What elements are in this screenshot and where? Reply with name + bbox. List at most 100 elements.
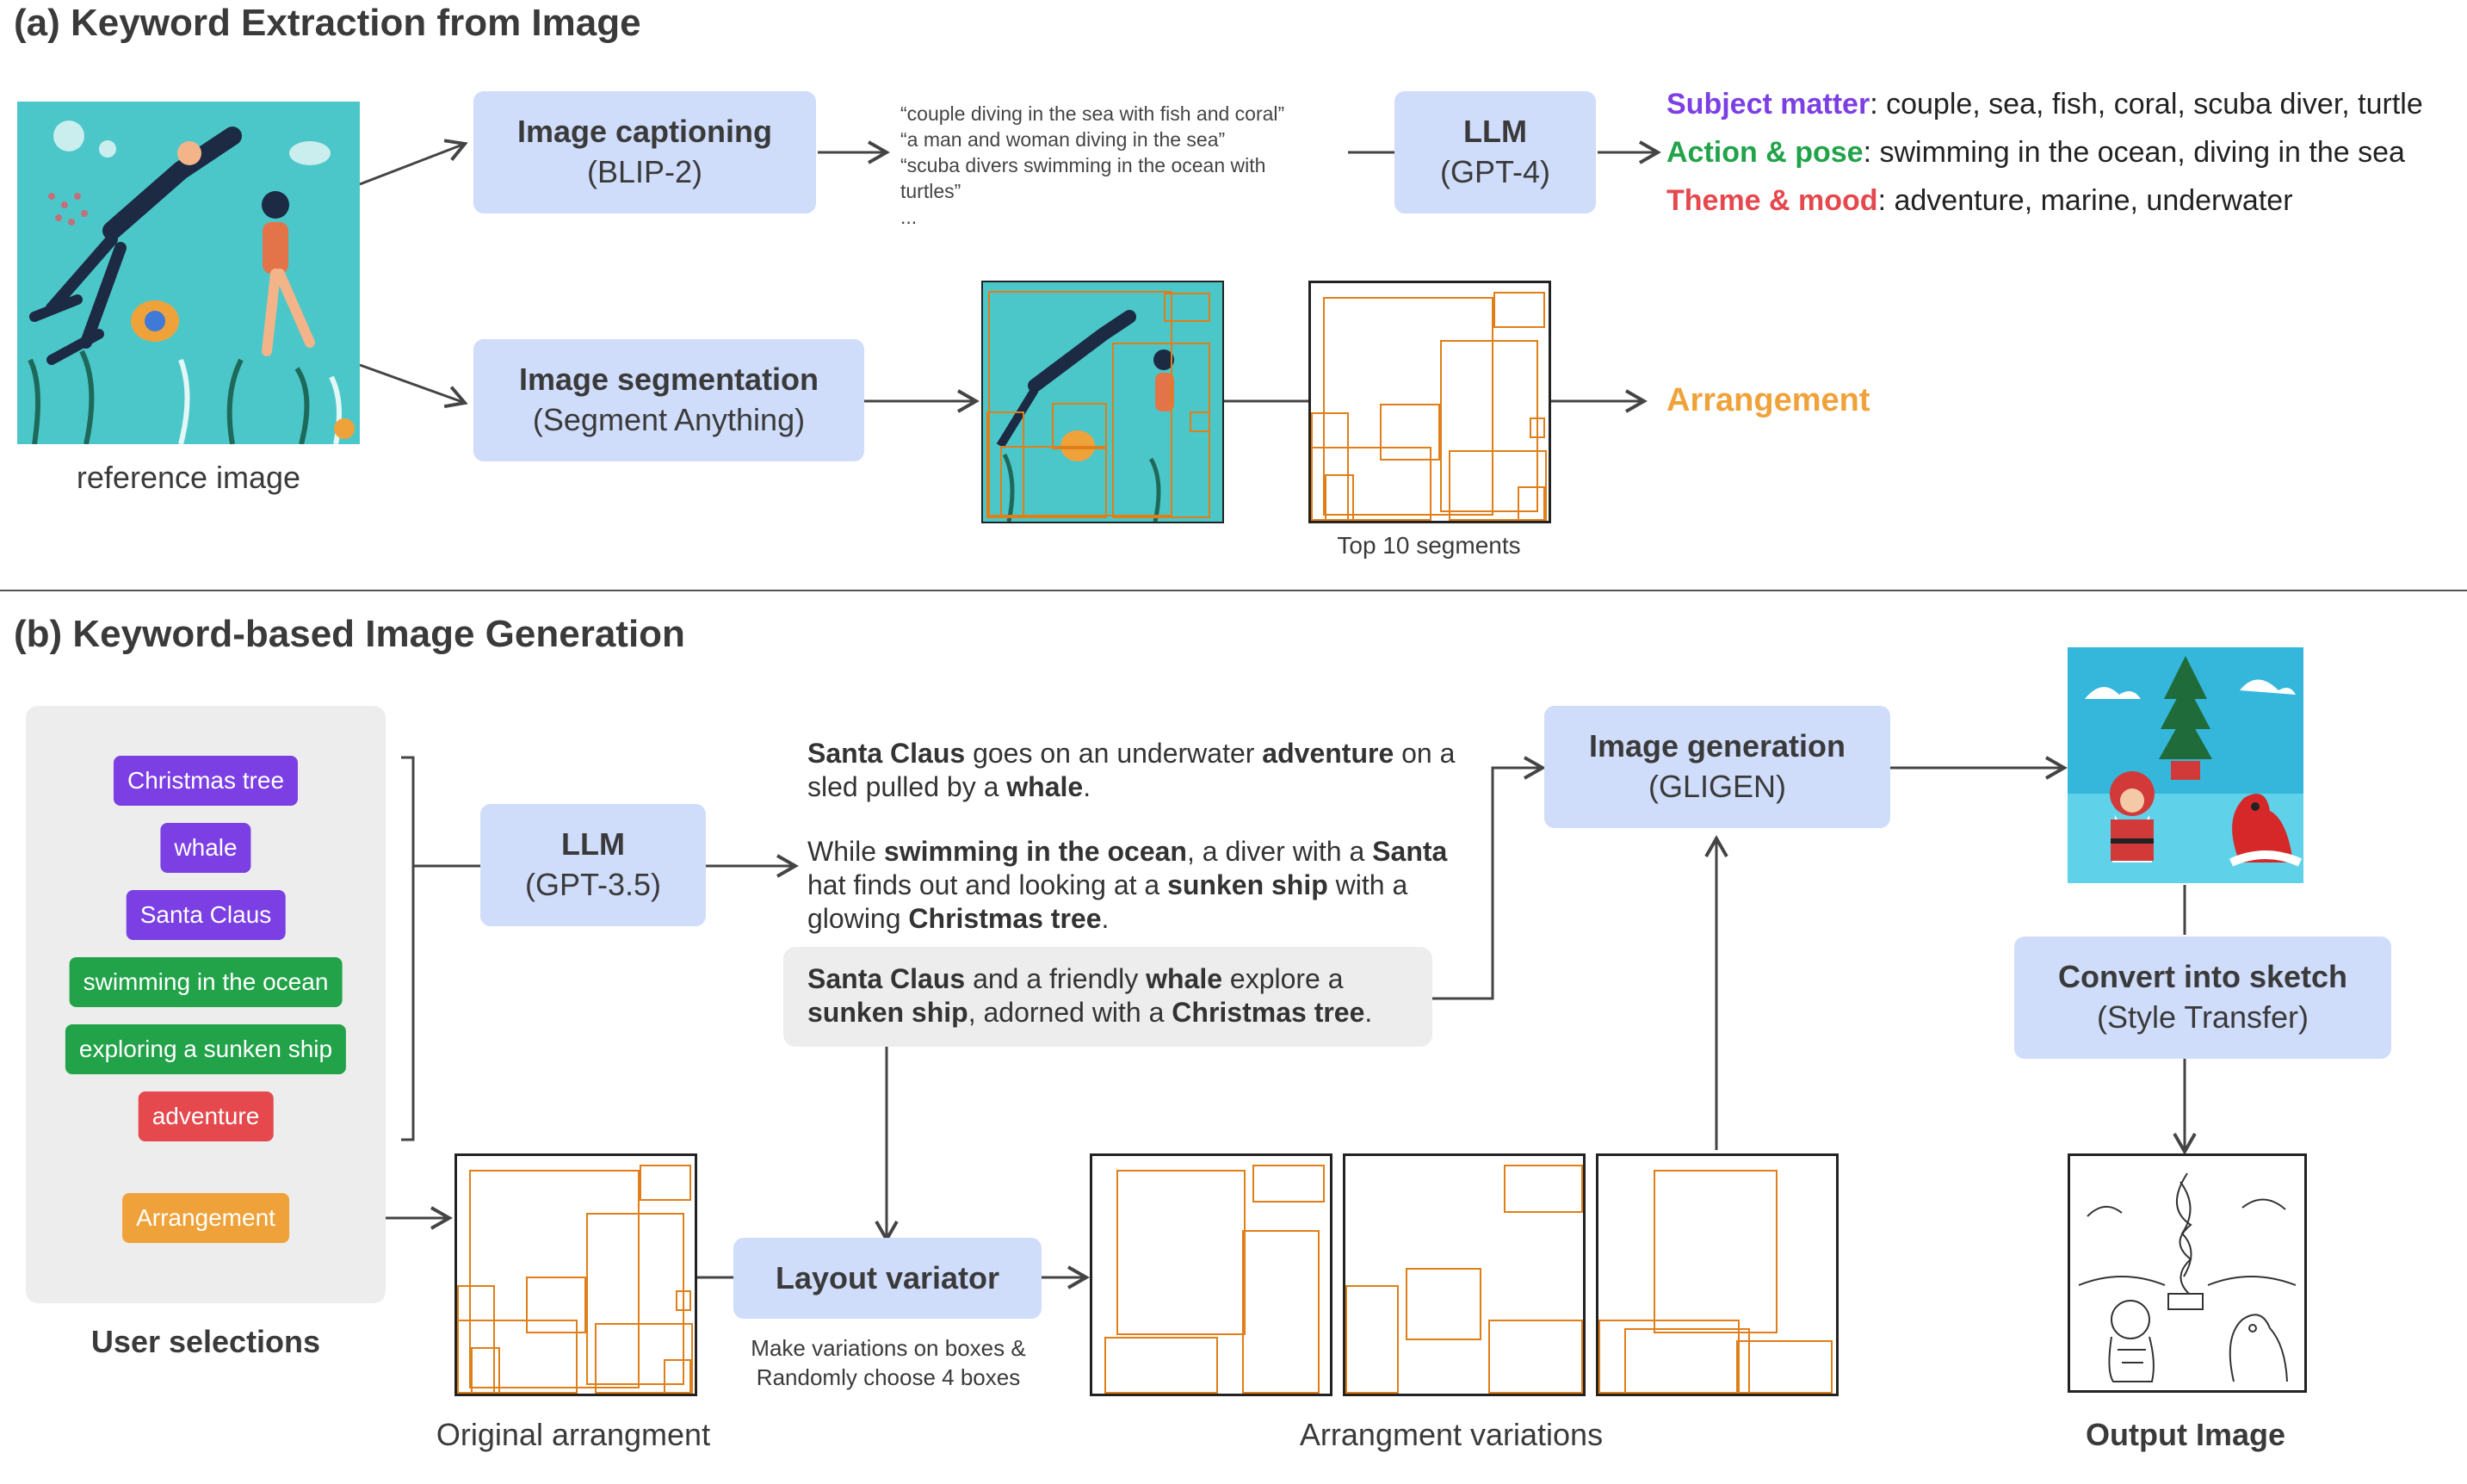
arrangement-variation-1 xyxy=(1090,1153,1332,1396)
llm-gpt35-title: LLM xyxy=(561,826,625,863)
keyword-values-action: swimming in the ocean, diving in the sea xyxy=(1879,136,2405,169)
story-option-3: Santa Claus and a friendly whale explore… xyxy=(807,962,1419,1030)
keyword-pill-adventure[interactable]: adventure xyxy=(138,1091,274,1141)
keyword-category-theme: Theme & mood xyxy=(1666,184,1878,217)
layout-variator-note: Make variations on boxes & Randomly choo… xyxy=(716,1334,1060,1393)
image-generation-box: Image generation (GLIGEN) xyxy=(1544,706,1890,828)
keyword-values-theme: adventure, marine, underwater xyxy=(1894,184,2293,217)
segmented-image-art xyxy=(996,310,1174,522)
story-text: . xyxy=(1101,903,1110,935)
story-text: hat finds out and looking at a xyxy=(807,869,1168,901)
original-arrangement-boxes xyxy=(454,1153,697,1396)
keyword-pill-santa-claus[interactable]: Santa Claus xyxy=(126,890,286,940)
story-keyword: Santa Claus xyxy=(807,738,966,769)
llm-gpt35-box: LLM (GPT-3.5) xyxy=(480,804,706,926)
reference-image xyxy=(17,102,360,444)
layout-variator-title: Layout variator xyxy=(775,1259,1000,1295)
story-text: goes on an underwater xyxy=(965,738,1263,769)
caption-line: “couple diving in the sea with fish and … xyxy=(900,102,1285,125)
story-text: and a friendly xyxy=(965,963,1147,994)
keyword-category-action: Action & pose xyxy=(1666,136,1864,169)
story-keyword: Santa xyxy=(1372,836,1448,867)
caption-line: “scuba divers swimming in the ocean with xyxy=(900,153,1266,176)
image-captioning-box: Image captioning (BLIP-2) xyxy=(473,91,816,213)
story-text: , adorned with a xyxy=(968,997,1172,1029)
output-sketch-image xyxy=(2068,1153,2307,1393)
arrow-ref-to-captioning xyxy=(359,139,468,186)
user-selections-panel: Christmas tree whale Santa Claus swimmin… xyxy=(26,706,386,1303)
top-segments-label: Top 10 segments xyxy=(1337,532,1521,559)
caption-line: “a man and woman diving in the sea” xyxy=(900,127,1226,151)
keyword-category-subject: Subject matter xyxy=(1666,88,1870,121)
story-keyword: adventure xyxy=(1262,738,1394,769)
output-sketch-art xyxy=(2078,1172,2297,1382)
keyword-separator: : xyxy=(1877,184,1895,217)
top-segments-boxes xyxy=(1308,281,1551,523)
keyword-values-subject: couple, sea, fish, coral, scuba diver, t… xyxy=(1886,88,2423,121)
story-keyword: whale xyxy=(1146,963,1222,994)
keyword-pill-whale[interactable]: whale xyxy=(160,823,251,873)
arrow-ref-to-segmentation xyxy=(359,363,468,409)
user-selections-label: User selections xyxy=(90,1324,321,1359)
story-option-2[interactable]: While swimming in the ocean, a diver wit… xyxy=(807,835,1462,936)
convert-sketch-method: (Style Transfer) xyxy=(2096,999,2309,1035)
llm-gpt4-title: LLM xyxy=(1463,114,1527,150)
layout-note-line: Make variations on boxes & xyxy=(751,1335,1026,1361)
keyword-row-action: Action & pose: swimming in the ocean, di… xyxy=(1666,136,2405,170)
llm-gpt35-model: (GPT-3.5) xyxy=(524,867,662,902)
reference-image-label: reference image xyxy=(76,460,301,495)
story-text: on a sled pulled by a xyxy=(807,738,1456,803)
image-captioning-model: (BLIP-2) xyxy=(586,154,703,189)
keyword-row-subject: Subject matter: couple, sea, fish, coral… xyxy=(1666,88,2423,121)
image-segmentation-box: Image segmentation (Segment Anything) xyxy=(473,339,864,461)
caption-line: ... xyxy=(900,205,918,228)
generated-image xyxy=(2068,647,2303,883)
section-a-title: (a) Keyword Extraction from Image xyxy=(14,2,641,44)
captions-list: “couple diving in the sea with fish and … xyxy=(900,102,1348,230)
story-text: . xyxy=(1364,997,1373,1029)
story-keyword: swimming in the ocean xyxy=(883,836,1187,867)
story-text: explore a xyxy=(1222,963,1344,994)
image-captioning-title: Image captioning xyxy=(516,114,773,150)
image-generation-model: (GLIGEN) xyxy=(1648,769,1786,804)
story-keyword: sunken ship xyxy=(1167,869,1328,901)
original-arrangement-label: Original arrangment xyxy=(436,1417,711,1452)
image-generation-title: Image generation xyxy=(1588,728,1846,764)
arrangement-pill[interactable]: Arrangement xyxy=(122,1193,289,1243)
llm-gpt4-model: (GPT-4) xyxy=(1439,154,1550,189)
story-text: with a glowing xyxy=(807,869,1408,935)
keyword-separator: : xyxy=(1870,88,1887,121)
arrangement-variation-3 xyxy=(1596,1153,1839,1396)
keyword-pill-swimming[interactable]: swimming in the ocean xyxy=(69,957,343,1007)
arrangement-variation-2 xyxy=(1343,1153,1586,1396)
story-keyword: whale xyxy=(1006,771,1084,803)
arrangement-output-label: Arrangement xyxy=(1666,382,1870,418)
arrangement-variations-label: Arrangment variations xyxy=(1299,1417,1604,1452)
layout-note-line: Randomly choose 4 boxes xyxy=(756,1363,1021,1390)
convert-sketch-box: Convert into sketch (Style Transfer) xyxy=(2014,937,2391,1059)
keyword-row-theme: Theme & mood: adventure, marine, underwa… xyxy=(1666,184,2293,218)
llm-gpt4-box: LLM (GPT-4) xyxy=(1394,91,1596,213)
keyword-separator: : xyxy=(1863,136,1880,169)
output-image-label: Output Image xyxy=(2086,1417,2285,1452)
story-keyword: Santa Claus xyxy=(807,963,966,994)
caption-line: turtles” xyxy=(900,179,961,202)
story-keyword: Christmas tree xyxy=(908,903,1102,935)
section-b-title: (b) Keyword-based Image Generation xyxy=(14,613,685,655)
story-keyword: sunken ship xyxy=(807,997,968,1029)
keyword-pill-sunken-ship[interactable]: exploring a sunken ship xyxy=(65,1024,347,1074)
story-text: , a diver with a xyxy=(1186,836,1373,867)
segmented-image xyxy=(981,281,1224,523)
image-segmentation-title: Image segmentation xyxy=(518,362,819,398)
layout-variator-box: Layout variator xyxy=(733,1238,1042,1319)
story-option-1[interactable]: Santa Claus goes on an underwater advent… xyxy=(807,737,1462,804)
bracket-selections xyxy=(401,756,415,1141)
story-text: . xyxy=(1083,771,1091,803)
convert-sketch-title: Convert into sketch xyxy=(2057,959,2348,995)
story-keyword: Christmas tree xyxy=(1172,997,1365,1029)
selected-story-panel[interactable]: Santa Claus and a friendly whale explore… xyxy=(783,947,1432,1047)
story-text: While xyxy=(807,836,884,867)
arrow-story-to-generation xyxy=(1432,756,1546,1000)
keyword-pill-christmas-tree[interactable]: Christmas tree xyxy=(113,756,299,806)
image-segmentation-model: (Segment Anything) xyxy=(532,402,806,437)
